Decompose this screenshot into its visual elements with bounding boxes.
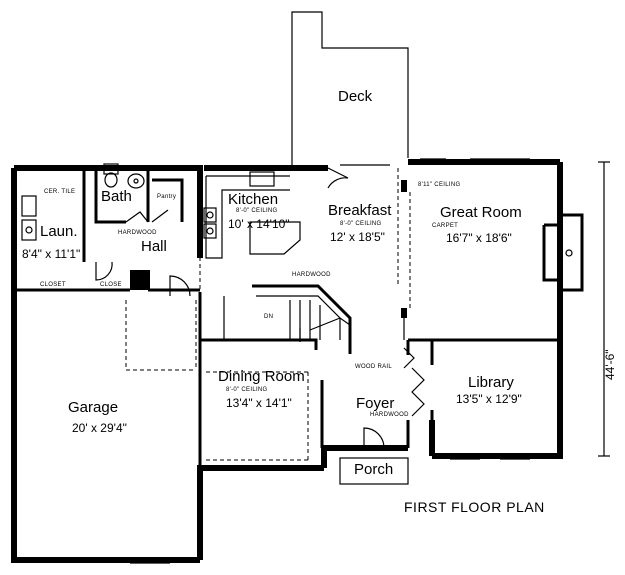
pantry-name: Pantry [157,194,176,200]
kitchen-dims: 10' x 14'10" [228,217,290,231]
bath-fixtures [21,163,145,241]
great-room-note: CARPET [432,223,458,229]
dining-room-name: Dining Room [218,368,305,385]
exterior-walls [11,159,584,563]
dashed-lines [125,168,411,461]
great-room-dims: 16'7" x 18'6" [446,231,512,245]
overall-dimension-text: 44'-6" [603,349,617,380]
library-name: Library [468,374,514,391]
hall-note: HARDWOOD [118,230,157,236]
door-arc-icon [169,275,191,297]
deck-name: Deck [338,88,373,105]
overall-dimension: 44'-6" [598,161,617,457]
great-room-name: Great Room [440,204,522,221]
hall-name: Hall [141,238,167,255]
door-arc-icon [151,209,169,223]
plan-title: FIRST FLOOR PLAN [404,499,545,515]
kitchen-note: 8'-0" CEILING [236,208,278,214]
breakfast-name: Breakfast [328,202,392,219]
sink-icon [127,173,145,189]
toilet-icon [104,172,118,188]
down-note: DN [264,314,273,320]
kitchen-island [249,221,301,255]
interior-walls [14,168,560,468]
laundry-note: CER. TILE [44,189,75,195]
foyer-name: Foyer [356,395,394,412]
foyer-note: HARDWOOD [370,412,409,418]
washer-icon [21,195,37,217]
great-room-ceiling: 8'11" CEILING [418,182,460,188]
close-note: CLOSE [100,282,122,288]
kitchen-name: Kitchen [228,191,278,208]
breakfast-note: 8'-0" CEILING [340,221,382,227]
doors [95,167,425,449]
room-labels: Kitchen 8'-0" CEILING 10' x 14'10" Break… [22,182,522,435]
door-arc-icon [363,427,385,449]
garage-name: Garage [68,399,118,416]
wood-rail-note: WOOD RAIL [355,364,392,370]
laundry-dims: 8'4" x 11'1" [22,247,80,261]
garage-dims: 20' x 29'4" [72,421,127,435]
door-arc-icon [95,261,113,281]
dryer-icon [21,219,37,241]
porch: Porch [339,457,409,485]
deck: Deck [291,11,409,165]
door-arc-icon [125,211,149,223]
bath-name: Bath [101,188,132,205]
breakfast-dims: 12' x 18'5" [330,230,385,244]
library-dims: 13'5" x 12'9" [456,392,522,406]
porch-name: Porch [354,461,393,478]
hardwood-note: HARDWOOD [292,272,331,278]
fireplace-icon [565,249,573,257]
laundry-name: Laun. [40,223,78,240]
door-arc-icon [327,167,349,189]
closet-note: CLOSET [40,282,66,288]
dining-room-note: 8'-0" CEILING [226,387,268,393]
kitchen-sink-icon [249,171,275,187]
dining-room-dims: 13'4" x 14'1" [226,396,292,410]
windows [130,158,530,564]
